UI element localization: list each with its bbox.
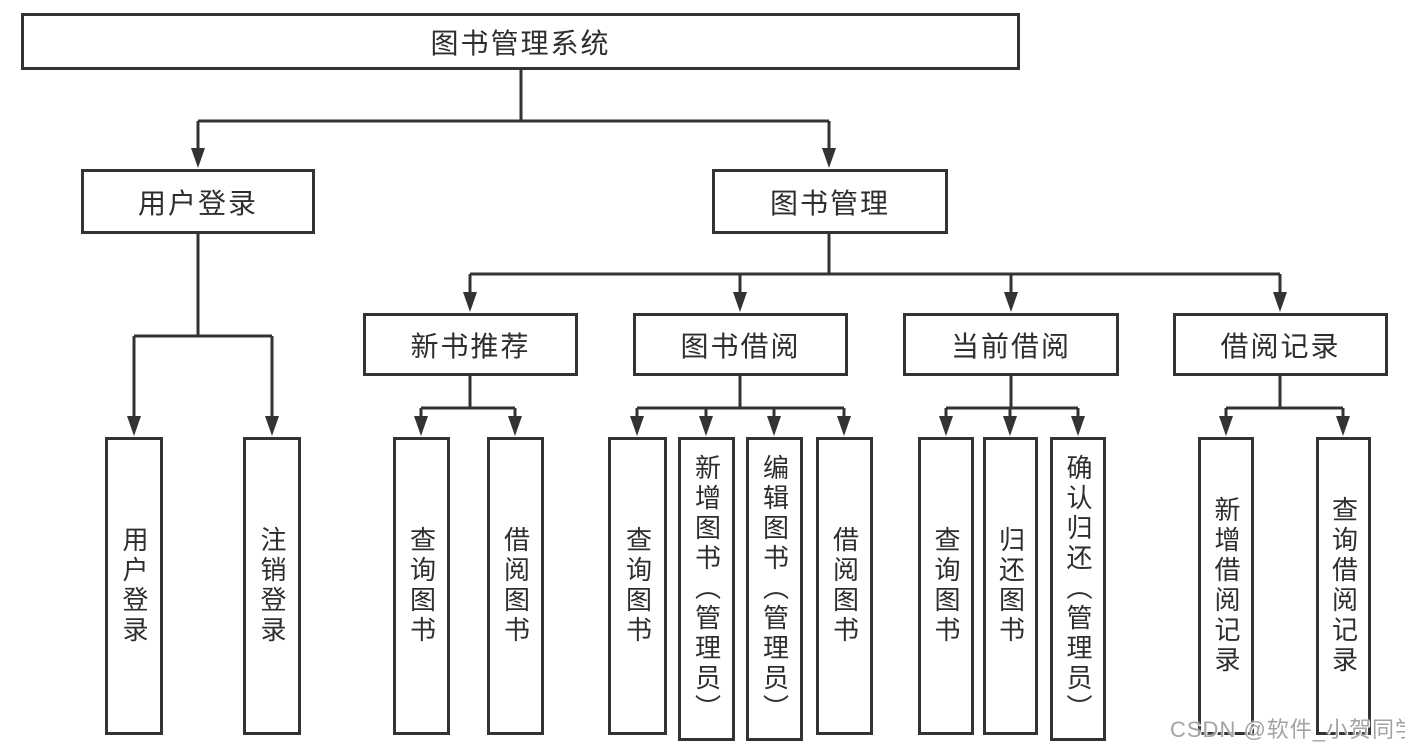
node-root-system: 图书管理系统 — [21, 13, 1020, 70]
node-current-borrow: 当前借阅 — [903, 313, 1119, 376]
leaf-query-borrow-record: 查询借阅记录 — [1316, 437, 1371, 735]
leaf-user-login: 用户登录 — [105, 437, 163, 735]
leaf-return-books: 归还图书 — [983, 437, 1038, 735]
node-borrow-records: 借阅记录 — [1173, 313, 1388, 376]
arrow-down-icon — [1219, 416, 1233, 436]
arrow-down-icon — [1273, 292, 1287, 312]
arrow-down-icon — [1336, 416, 1350, 436]
arrow-down-icon — [1004, 292, 1018, 312]
arrow-down-icon — [508, 416, 522, 436]
leaf-borrow-books: 借阅图书 — [816, 437, 873, 735]
node-book-management: 图书管理 — [712, 169, 948, 234]
arrow-down-icon — [767, 416, 781, 436]
arrow-down-icon — [939, 416, 953, 436]
leaf-add-borrow-record: 新增借阅记录 — [1198, 437, 1254, 735]
arrow-down-icon — [127, 416, 141, 436]
arrow-down-icon — [1003, 416, 1017, 436]
arrow-down-icon — [463, 292, 477, 312]
leaf-confirm-return-admin: 确认归还（管理员） — [1050, 437, 1106, 741]
node-user-login: 用户登录 — [81, 169, 315, 234]
leaf-borrow-books-recommend: 借阅图书 — [487, 437, 544, 735]
arrow-down-icon — [837, 416, 851, 436]
arrow-down-icon — [822, 148, 836, 168]
leaf-edit-books-admin: 编辑图书（管理员） — [746, 437, 803, 741]
csdn-watermark: CSDN @软件_小贺同学 — [1170, 717, 1405, 742]
arrow-down-icon — [1071, 416, 1085, 436]
arrow-down-icon — [630, 416, 644, 436]
arrow-down-icon — [191, 148, 205, 168]
leaf-logout: 注销登录 — [243, 437, 301, 735]
leaf-add-books-admin: 新增图书（管理员） — [678, 437, 735, 741]
leaf-query-books-recommend: 查询图书 — [393, 437, 450, 735]
arrow-down-icon — [265, 416, 279, 436]
arrow-down-icon — [733, 292, 747, 312]
leaf-query-books-current: 查询图书 — [918, 437, 974, 735]
node-new-book-recommend: 新书推荐 — [363, 313, 578, 376]
leaf-query-books-borrow: 查询图书 — [608, 437, 667, 735]
arrow-down-icon — [414, 416, 428, 436]
node-book-borrow: 图书借阅 — [633, 313, 848, 376]
arrow-down-icon — [699, 416, 713, 436]
